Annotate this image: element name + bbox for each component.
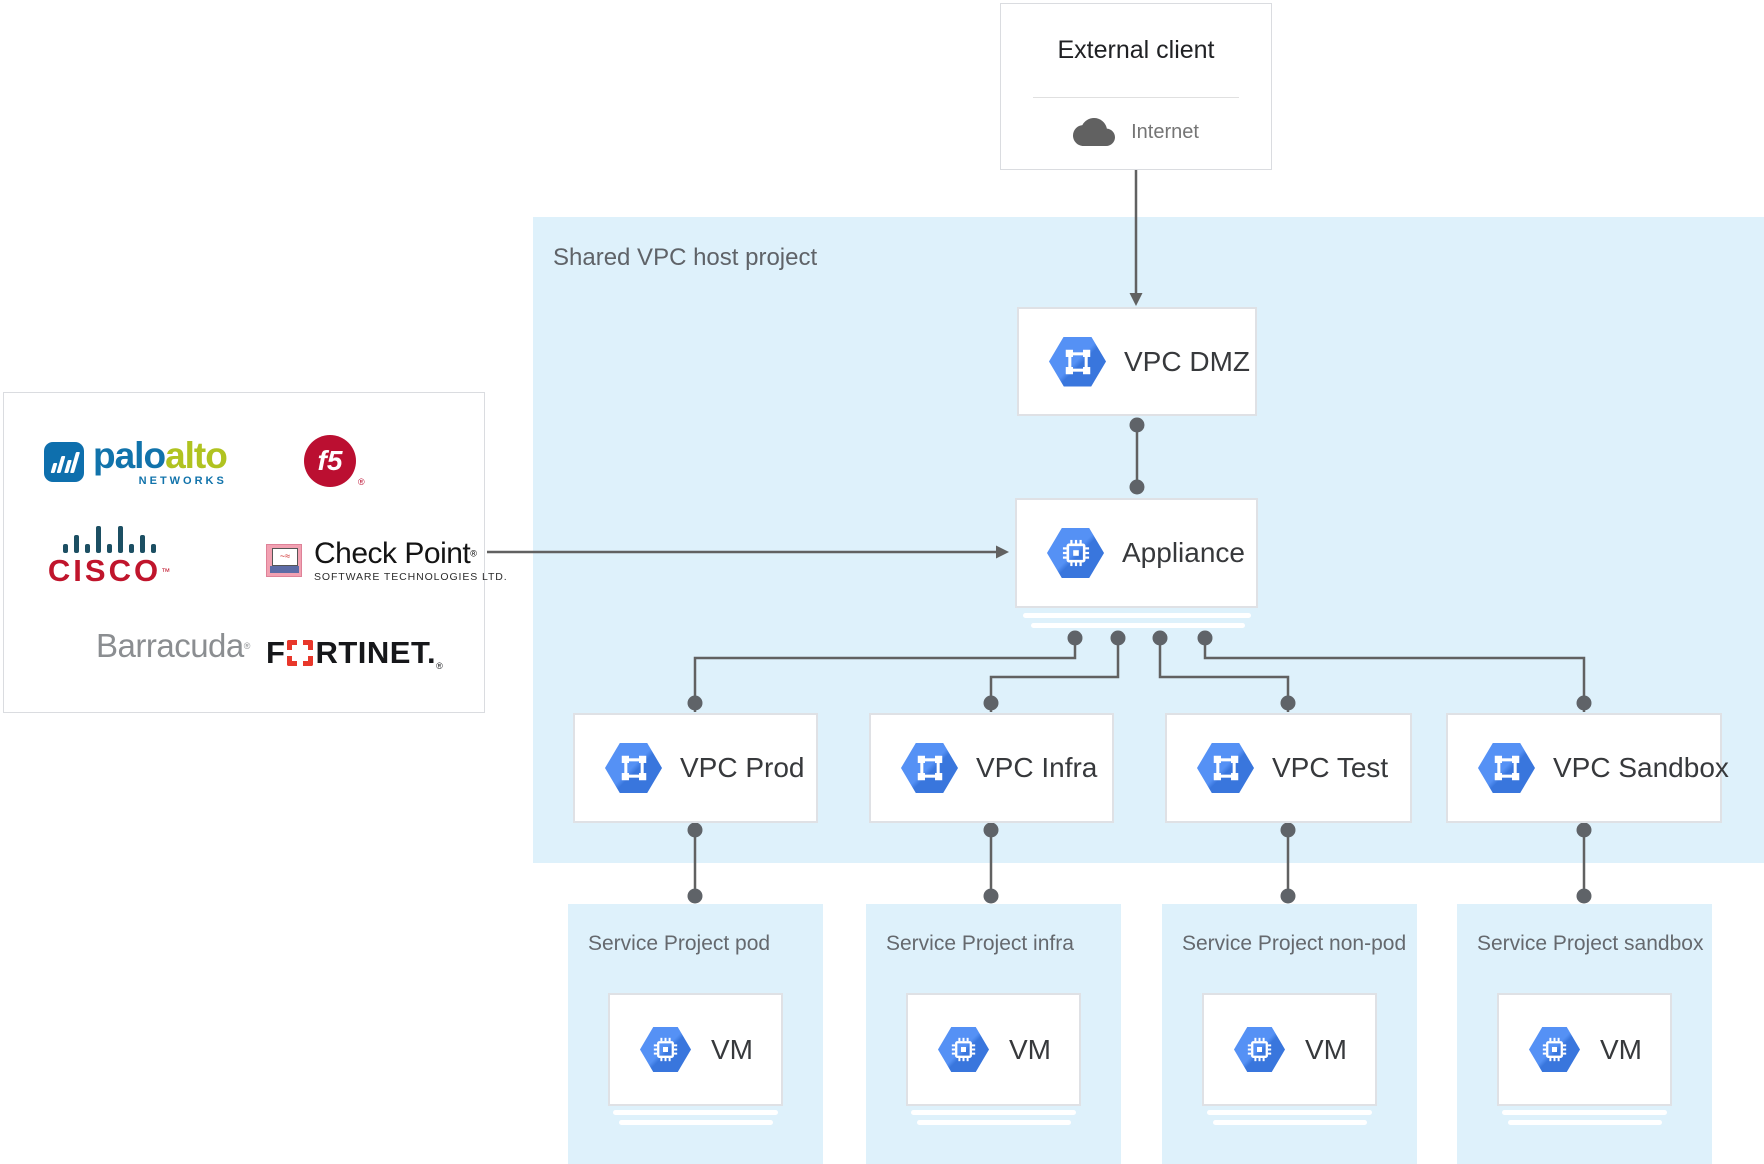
barracuda-fin-icon [40,625,86,667]
appliance-stack-line [1031,623,1245,628]
paloalto-wordmark: palo [93,435,166,476]
internet-cloud-icon [1073,117,1115,147]
cisco-logo: CISCO™ [44,525,174,589]
chip-hexagon-icon [1529,1027,1580,1072]
vm-stack-line [1213,1120,1367,1125]
chip-hexagon-icon [1234,1027,1285,1072]
vm-node: VM [906,993,1081,1106]
appliance-branch-connectors [687,630,1592,712]
vpc-hexagon-icon [1197,743,1254,793]
service-project-sandbox-box: Service Project sandbox VM [1457,904,1712,1164]
service-project-pod-box: Service Project pod VM [568,904,823,1164]
vpc-hexagon-icon [605,743,662,793]
appliance-vendors-box: paloalto NETWORKS f5 ® CISCO™ ~≈ Check P… [3,392,507,713]
chip-hexagon-icon [1047,528,1104,578]
vm-stack-line [911,1110,1076,1115]
vm-label: VM [1600,1033,1642,1065]
service-project-pod-label: Service Project pod [588,932,771,955]
service-project-infra-label: Service Project infra [886,932,1074,955]
f5-logo: f5 ® [304,435,365,487]
vm-node: VM [608,993,783,1106]
check-point-subtext: SOFTWARE TECHNOLOGIES LTD. [314,571,508,583]
vm-stack-line [917,1120,1071,1125]
shared-vpc-region-label: Shared VPC host project [553,244,818,271]
vm-node: VM [1497,993,1672,1106]
paloalto-networks-logo: paloalto NETWORKS [44,435,228,487]
vpc-infra-label: VPC Infra [976,752,1098,783]
external-client-box: External client Internet [1000,3,1272,170]
vpc-prod-label: VPC Prod [680,752,805,783]
service-project-non-pod-label: Service Project non-pod [1182,932,1407,955]
vm-label: VM [1009,1033,1051,1065]
vm-stack-line [1207,1110,1372,1115]
external-client-title: External client [1057,36,1215,64]
vpc-sandbox-node: VPC Sandbox [1446,713,1729,823]
vpc-hexagon-icon [1049,336,1106,387]
fortinet-wordmark: F [266,635,286,670]
appliance-stack-line [1023,613,1251,618]
vpc-hexagon-icon [1478,743,1535,793]
vpc-sandbox-label: VPC Sandbox [1553,752,1729,783]
vpc-hexagon-icon [901,743,958,793]
cisco-bars-icon [62,525,156,553]
paloalto-logo-mark-icon [44,442,84,482]
f5-logo-mark-icon: f5 [304,435,356,487]
check-point-logo-mark-icon: ~≈ [266,544,302,578]
internet-label: Internet [1131,120,1199,143]
vm-label: VM [1305,1033,1347,1065]
vpc-test-label: VPC Test [1272,752,1389,783]
arrow-external-to-dmz [1129,170,1143,306]
vpc-prod-node: VPC Prod [573,713,818,823]
vm-stack-line [619,1120,773,1125]
check-point-logo: ~≈ Check Point® SOFTWARE TECHNOLOGIES LT… [266,539,508,583]
check-point-wordmark: Check Point [314,537,471,570]
appliance-label: Appliance [1122,537,1245,568]
barracuda-wordmark: Barracuda [96,627,244,664]
arrow-vendors-to-appliance [487,545,1009,559]
vm-stack-line [613,1110,778,1115]
fortinet-o-icon: O [287,640,314,666]
vpc-to-service-connectors [687,822,1592,904]
peering-dmz-appliance [1129,417,1145,495]
appliance-node: Appliance [1015,498,1258,608]
service-project-infra-box: Service Project infra VM [866,904,1121,1164]
vpc-infra-node: VPC Infra [869,713,1114,823]
vpc-dmz-node: VPC DMZ [1017,307,1257,416]
service-project-non-pod-box: Service Project non-pod VM [1162,904,1417,1164]
vpc-test-node: VPC Test [1165,713,1412,823]
vm-stack-line [1502,1110,1667,1115]
cisco-wordmark: CISCO [47,553,162,588]
fortinet-logo: FORTINET.® [266,635,444,671]
service-project-sandbox-label: Service Project sandbox [1477,932,1704,955]
chip-hexagon-icon [640,1027,691,1072]
chip-hexagon-icon [938,1027,989,1072]
vpc-dmz-label: VPC DMZ [1124,345,1250,377]
vm-stack-line [1508,1120,1662,1125]
external-client-divider [1033,97,1239,98]
vm-node: VM [1202,993,1377,1106]
vm-label: VM [711,1033,753,1065]
paloalto-subtext: NETWORKS [138,475,227,487]
barracuda-logo: Barracuda ® [40,625,250,667]
